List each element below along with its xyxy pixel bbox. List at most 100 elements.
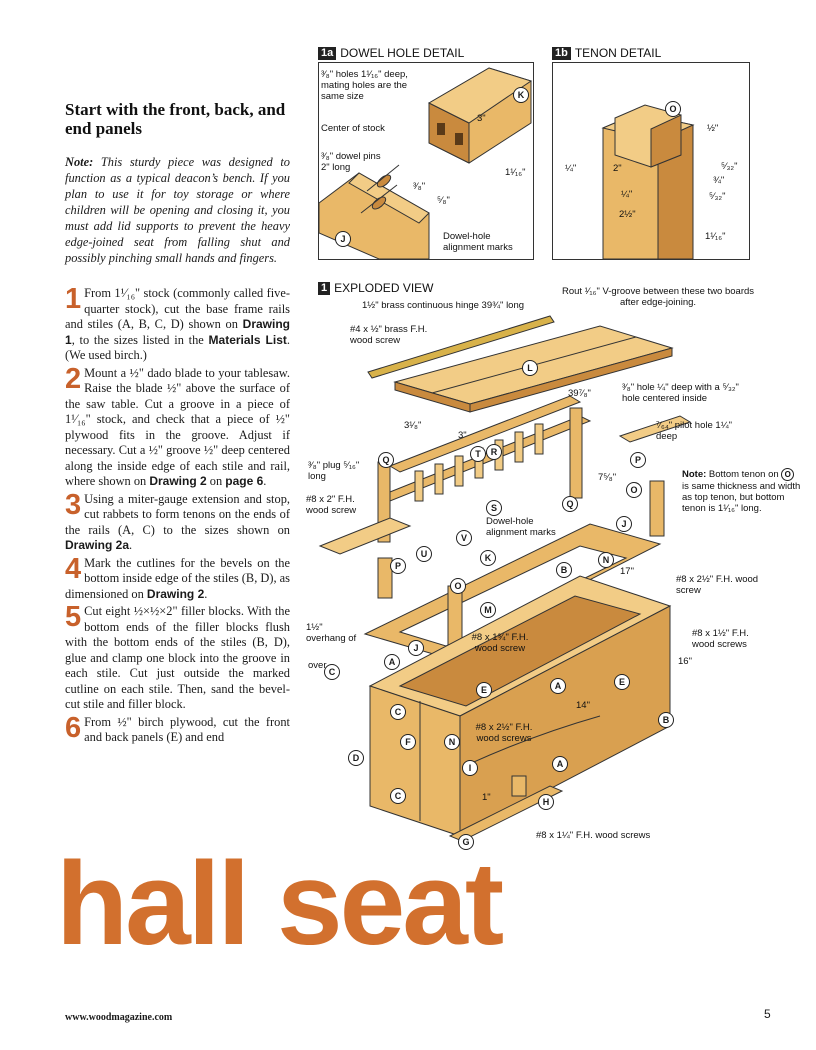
dim-1: 1" bbox=[482, 792, 491, 803]
part-callout-b2: B bbox=[658, 712, 674, 728]
brass-screw-label: #4 x ½" brass F.H. wood screw bbox=[350, 324, 428, 346]
part-callout-b1: B bbox=[556, 562, 572, 578]
part-callout-q1: Q bbox=[378, 452, 394, 468]
exploded-view: Rout ¹⁄₁₆" V-groove between these two bo… bbox=[300, 286, 801, 856]
fig1a-dim-38: ³⁄₈" bbox=[413, 181, 426, 192]
part-callout-c1: C bbox=[390, 704, 406, 720]
dim-3-1-8: 3¹⁄₈" bbox=[404, 420, 422, 431]
fig1a-dim-58: ⁵⁄₈" bbox=[437, 195, 450, 206]
part-callout-i: I bbox=[462, 760, 478, 776]
part-callout-l: L bbox=[522, 360, 538, 376]
part-callout-s: S bbox=[486, 500, 502, 516]
fig1b-dim-2half: 2½" bbox=[619, 209, 636, 220]
part-callout-p2: P bbox=[390, 558, 406, 574]
screw-8x1-1-4-label: #8 x 1¼" F.H. wood screws bbox=[536, 830, 651, 841]
screw-8x2-label: #8 x 2" F.H. wood screw bbox=[306, 494, 357, 516]
rout-note: Rout ¹⁄₁₆" V-groove between these two bo… bbox=[561, 286, 755, 308]
dim-16: 16" bbox=[678, 656, 692, 667]
part-callout-d: D bbox=[348, 750, 364, 766]
fig1b-dim-1116: 1¹⁄₁₆" bbox=[705, 231, 726, 242]
overhang-label: 1½" overhang of bbox=[306, 622, 357, 644]
fig1b-dim-34: ¾" bbox=[713, 175, 725, 186]
note-text: This sturdy piece was designed to functi… bbox=[65, 155, 290, 265]
fig1b-dim-half: ½" bbox=[707, 123, 719, 134]
note-label: Note: bbox=[65, 155, 94, 169]
fig1b-dim-2: 2" bbox=[613, 163, 622, 174]
fig1b-dim-532a: ⁵⁄₃₂" bbox=[721, 161, 738, 172]
part-callout-o1: O bbox=[626, 482, 642, 498]
part-callout-r: R bbox=[486, 444, 502, 460]
fig1a-holes-label: ³⁄₈" holes 1¹⁄₁₆" deep, mating holes are… bbox=[321, 69, 408, 102]
part-callout-p1: P bbox=[630, 452, 646, 468]
dim-17: 17" bbox=[620, 566, 634, 577]
part-callout-m: M bbox=[480, 602, 496, 618]
part-callout-e1: E bbox=[476, 682, 492, 698]
fig-1a-title: 1a DOWEL HOLE DETAIL bbox=[318, 46, 464, 60]
screw-8x2half-a-label: #8 x 2½" F.H. wood screw bbox=[676, 574, 759, 596]
fig1b-dim-quarter-b: ¼" bbox=[621, 189, 633, 200]
dowel-marks-label: Dowel-hole alignment marks bbox=[486, 516, 556, 538]
fig-1b-title: 1b TENON DETAIL bbox=[552, 46, 661, 60]
dim-14: 14" bbox=[576, 700, 590, 711]
part-callout-c2: C bbox=[324, 664, 340, 680]
part-callout-n2: N bbox=[444, 734, 460, 750]
exploded-drawing bbox=[318, 315, 692, 842]
part-callout-j1: J bbox=[616, 516, 632, 532]
screw-8x1-3-4-label: #8 x 1¾" F.H. wood screw bbox=[471, 632, 529, 654]
part-callout-u: U bbox=[416, 546, 432, 562]
fig1a-marks-label: Dowel-hole alignment marks bbox=[443, 231, 513, 253]
part-callout-a1: A bbox=[384, 654, 400, 670]
footer-url: www.woodmagazine.com bbox=[65, 1012, 173, 1023]
part-callout-o: O bbox=[665, 101, 681, 117]
tenon-detail: O ½" ¼" 2" ¼" 2½" ⁵⁄₃₂" ¾" ⁵⁄₃₂" 1¹⁄₁₆" bbox=[552, 62, 750, 260]
page-number: 5 bbox=[764, 1007, 771, 1021]
dowel-hole-detail: ³⁄₈" holes 1¹⁄₁₆" deep, mating holes are… bbox=[318, 62, 534, 260]
plug-label: ³⁄₈" plug ⁵⁄₁₆" long bbox=[308, 460, 360, 482]
part-callout-v: V bbox=[456, 530, 472, 546]
article-title: hall seat bbox=[56, 838, 504, 970]
part-callout-e2: E bbox=[614, 674, 630, 690]
screw-8x1half-label: #8 x 1½" F.H. wood screws bbox=[692, 628, 749, 650]
dim-7-5-8: 7⁵⁄₈" bbox=[598, 472, 617, 483]
fig1b-dim-532b: ⁵⁄₃₂" bbox=[709, 191, 726, 202]
fig1a-dim-3: 3" bbox=[477, 113, 486, 124]
part-callout-f: F bbox=[400, 734, 416, 750]
part-callout-j: J bbox=[335, 231, 351, 247]
overhang-over-label: over bbox=[308, 660, 327, 671]
hinge-label: 1½" brass continuous hinge 39¾" long bbox=[362, 300, 525, 311]
fig1a-pins-label: ³⁄₈" dowel pins 2" long bbox=[321, 151, 381, 173]
fig1a-dim-1116: 1¹⁄₁₆" bbox=[505, 167, 526, 178]
part-callout-k2: K bbox=[480, 550, 496, 566]
pilot-hole-label: ⁷⁄₆₄" pilot hole 1¼" deep bbox=[656, 420, 732, 442]
safety-note: Note: This sturdy piece was designed to … bbox=[65, 154, 290, 266]
part-callout-k: K bbox=[513, 87, 529, 103]
hole-label: ³⁄₈" hole ¼" deep with a ⁵⁄₃₂" hole cent… bbox=[622, 382, 739, 404]
part-callout-n: N bbox=[598, 552, 614, 568]
part-callout-c3: C bbox=[390, 788, 406, 804]
fig1a-center-label: Center of stock bbox=[321, 123, 385, 134]
part-callout-q2: Q bbox=[562, 496, 578, 512]
part-callout-j2: J bbox=[408, 640, 424, 656]
dim-3: 3" bbox=[458, 430, 467, 441]
part-callout-o2: O bbox=[450, 578, 466, 594]
section-heading: Start with the front, back, and end pane… bbox=[65, 100, 286, 138]
screw-8x2half-b-label: #8 x 2½" F.H. wood screws bbox=[475, 722, 533, 744]
fig-1-title: 1 EXPLODED VIEW bbox=[318, 281, 433, 295]
part-callout-h: H bbox=[538, 794, 554, 810]
tenon-drawing bbox=[601, 104, 695, 259]
fig1b-dim-quarter-a: ¼" bbox=[565, 163, 577, 174]
part-callout-a2: A bbox=[550, 678, 566, 694]
dim-39-7-8: 39⁷⁄₈" bbox=[568, 388, 591, 399]
part-callout-g: G bbox=[458, 834, 474, 850]
tenon-note: Note: Bottom tenon on O is same thicknes… bbox=[682, 468, 801, 514]
part-callout-a3: A bbox=[552, 756, 568, 772]
article-column: Start with the front, back, and end pane… bbox=[65, 100, 290, 748]
part-callout-t: T bbox=[470, 446, 486, 462]
